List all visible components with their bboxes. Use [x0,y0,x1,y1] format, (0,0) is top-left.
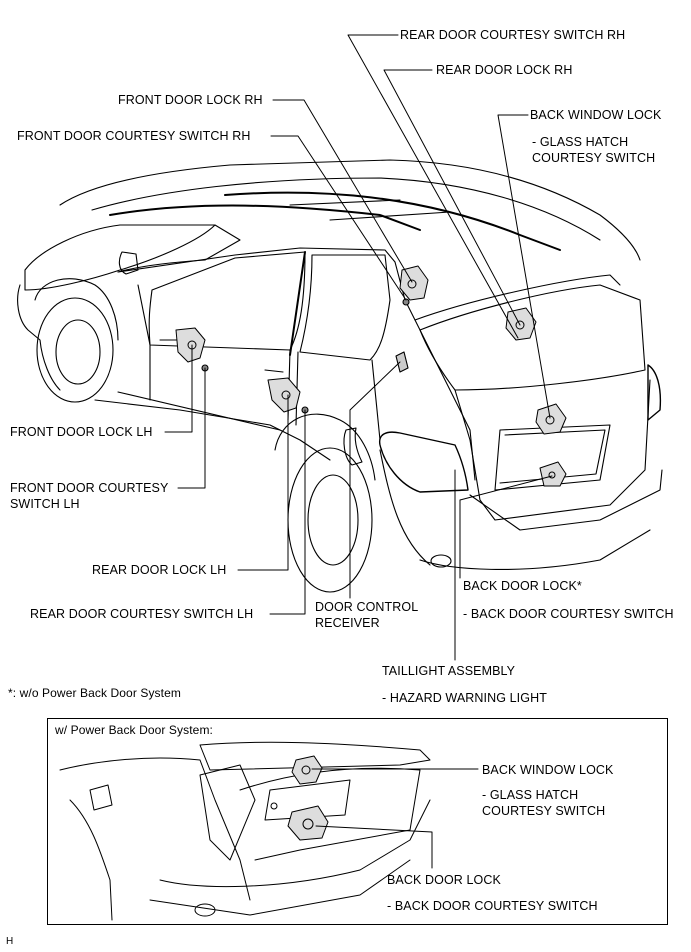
leader-door-control-receiver [349,361,401,599]
taillight-left [378,431,469,493]
side-mirror [118,251,139,275]
rear-door-lock-lh-part [267,377,301,413]
label-rear-door-courtesy-switch-lh: REAR DOOR COURTESY SWITCH LH [30,607,254,621]
front-door-window [148,251,306,351]
rear-door-window [299,254,391,361]
label-door-control-receiver-line2: RECEIVER [315,616,380,630]
rear-wheel [287,447,373,593]
reflector [430,554,452,568]
vehicle-roof-inner [91,177,601,241]
label-glass-hatch-line2: COURTESY SWITCH [532,151,656,165]
inset-drawing [59,741,479,921]
front-door-courtesy-rh-part [402,298,410,306]
door-control-receiver-part [395,351,409,373]
inset-body-left [59,757,251,901]
rear-bumper [469,469,663,531]
rear-door-outline [295,351,381,441]
inset-frame [47,718,668,925]
vehicle-windshield [117,224,241,273]
leader-front-door-courtesy-rh [270,135,407,301]
roof-rail-left [109,204,421,231]
front-door-lock-lh-part [175,327,206,363]
label-glass-hatch-line1: - GLASS HATCH [532,135,629,149]
inset-back-window-lock-part [291,755,323,785]
taillight-right [647,364,662,421]
leader-front-door-courtesy-lh [177,367,206,489]
back-door-lock-part [539,461,567,487]
leader-rear-door-lock-rh [383,69,521,326]
label-back-window-lock: BACK WINDOW LOCK [530,108,662,122]
leader-rear-door-courtesy-lh [269,409,306,615]
vehicle-hood [24,224,216,291]
front-door-outline [137,284,291,421]
inset-label-glass-hatch-line2: COURTESY SWITCH [482,804,606,818]
inset-leader-back-door-lock [315,825,433,869]
rear-quarter [394,261,476,481]
label-hazard-warning-light: - HAZARD WARNING LIGHT [382,691,547,705]
inset-label-glass-hatch-line1: - GLASS HATCH [482,788,579,802]
figure-code: H [6,936,14,947]
inset-reflector [194,903,216,917]
back-window-lock-part [535,403,567,435]
leader-rear-door-lock-lh [237,394,289,571]
fuel-door [343,427,363,466]
leader-rear-door-courtesy-rh [347,34,519,339]
side-body-bottom [94,399,331,461]
label-front-door-lock-lh: FRONT DOOR LOCK LH [10,425,153,439]
roof-rail-cross [289,199,451,221]
inset-label-back-door-lock: BACK DOOR LOCK [387,873,501,887]
rear-door-handle [264,369,284,373]
leader-back-door-lock [459,475,553,579]
inset-title: w/ Power Back Door System: [55,723,213,737]
rear-door-lock-rh-part [505,307,537,341]
inset-license-recess [264,779,351,821]
rear-bumper-lower [419,529,651,570]
label-rear-door-courtesy-switch-rh: REAR DOOR COURTESY SWITCH RH [400,28,626,42]
rear-wheel-hub [307,474,359,566]
roof-rail-right [224,191,561,251]
inset-taillight [199,764,256,861]
inset-bumper-lower [149,859,411,916]
inset-label-back-door-courtesy-switch: - BACK DOOR COURTESY SWITCH [387,899,598,913]
front-fascia [17,284,61,391]
leader-back-window-lock [497,114,551,419]
inset-fuel-door [89,784,113,811]
leader-front-door-lock-rh [272,99,413,283]
inset-back-window [199,741,431,771]
b-pillar [289,251,306,356]
front-wheel [36,297,114,403]
rocker [117,391,281,431]
label-back-door-lock: BACK DOOR LOCK* [463,579,582,593]
front-wheel-hub [55,319,101,385]
label-rear-door-lock-lh: REAR DOOR LOCK LH [92,563,227,577]
spoiler [414,274,621,321]
inset-body-left2 [69,799,113,921]
vehicle-roof-outline [59,159,641,261]
back-window [419,284,646,391]
label-front-door-lock-rh: FRONT DOOR LOCK RH [118,93,263,107]
license-recess [494,424,611,491]
inset-back-door-lock-part [270,802,329,841]
leader-lines [164,34,553,661]
label-back-door-courtesy-switch: - BACK DOOR COURTESY SWITCH [463,607,674,621]
leader-front-door-lock-lh [164,344,193,433]
footnote: *: w/o Power Back Door System [8,686,181,700]
rear-wheel-arch [274,413,376,481]
inset-bumper [159,799,431,888]
front-wheel-arch [34,278,119,341]
label-front-door-courtesy-switch-rh: FRONT DOOR COURTESY SWITCH RH [17,129,251,143]
label-door-control-receiver-line1: DOOR CONTROL [315,600,419,614]
label-front-door-courtesy-lh-line1: FRONT DOOR COURTESY [10,481,169,495]
label-taillight-assembly: TAILLIGHT ASSEMBLY [382,664,516,678]
back-door-panel [454,379,651,521]
side-body-top [117,247,396,273]
label-rear-door-lock-rh: REAR DOOR LOCK RH [436,63,573,77]
label-front-door-courtesy-lh-line2: SWITCH LH [10,497,80,511]
inset-label-back-window-lock: BACK WINDOW LOCK [482,763,614,777]
rear-body-side [379,449,431,566]
